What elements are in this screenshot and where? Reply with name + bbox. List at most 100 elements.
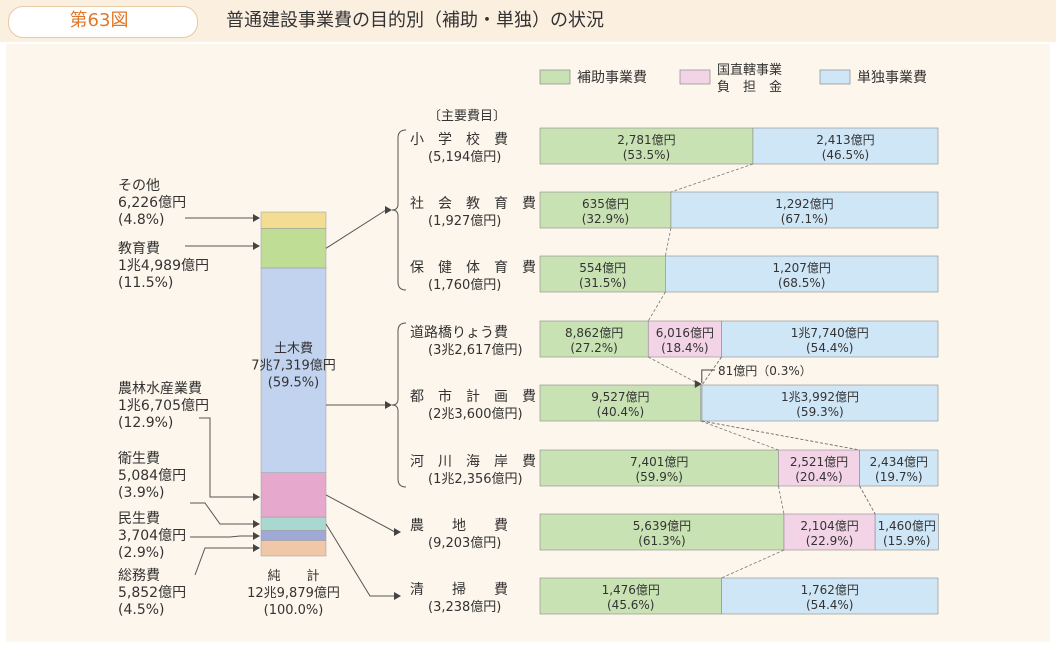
link-cleaning <box>325 523 395 597</box>
left-label-pct-4: (3.9%) <box>118 485 165 501</box>
bar-5-chokkatsu <box>778 449 860 487</box>
bar-label-pct-7-1: (54.4%) <box>806 598 853 612</box>
bar-label-pct-6-0: (61.3%) <box>638 534 685 548</box>
bar-label-amount-6-1: 2,104億円 <box>800 519 858 533</box>
bar-label-pct-5-0: (59.9%) <box>635 470 682 484</box>
figure-title: 普通建設事業費の目的別（補助・単独）の状況 <box>226 10 604 31</box>
total-pct: (100.0%) <box>264 603 324 618</box>
bar-1-hojo <box>539 191 672 229</box>
bar-label-pct-5-1: (20.4%) <box>795 470 842 484</box>
item-name-0: 小 学 校 費 <box>410 131 508 148</box>
bar-label-pct-7-0: (45.6%) <box>607 598 654 612</box>
total-segment-label-pct: (59.5%) <box>268 375 319 390</box>
left-arrow-head-1 <box>253 242 260 250</box>
total-amount: 12兆9,879億円 <box>247 585 340 601</box>
bar-label-amount-3-0: 8,862億円 <box>565 326 623 340</box>
left-label-pct-0: (4.8%) <box>118 212 165 228</box>
item-name-2: 保 健 体 育 費 <box>410 260 536 276</box>
connector-3-0 <box>700 420 779 451</box>
legend-label-hojo: 補助事業費 <box>577 70 647 86</box>
total-segment-0 <box>260 211 327 229</box>
bar-label-amount-2-1: 1,207億円 <box>773 261 831 275</box>
section-label: 〔主要費目〕 <box>428 109 506 124</box>
left-label-amount-1: 1兆4,989億円 <box>118 258 209 274</box>
bar-label-amount-7-1: 1,762億円 <box>801 583 859 597</box>
bar-label-amount-1-1: 1,292億円 <box>775 197 833 211</box>
left-label-name-6: 総務費 <box>118 568 160 584</box>
item-name-4: 都 市 計 画 費 <box>410 388 536 405</box>
link-civil-head <box>385 401 392 409</box>
total-segment-4 <box>260 516 327 531</box>
left-label-pct-5: (2.9%) <box>118 545 165 561</box>
figure-number-tab <box>8 6 198 38</box>
figure-number: 第63図 <box>69 10 129 31</box>
left-label-pct-1: (11.5%) <box>118 275 173 291</box>
link-agriculture <box>325 494 396 533</box>
link-education-head <box>385 206 392 214</box>
total-segment-3 <box>260 472 327 518</box>
bar-label-amount-6-0: 5,639億円 <box>633 519 691 533</box>
bar-label-amount-5-1: 2,521億円 <box>790 455 848 469</box>
item-name-3: 道路橋りょう費 <box>410 325 508 341</box>
bar-label-pct-2-0: (31.5%) <box>579 276 626 290</box>
link-agriculture-head <box>394 528 401 536</box>
left-label-amount-5: 3,704億円 <box>118 528 186 544</box>
annotation-arrow <box>694 380 702 388</box>
bar-label-pct-1-0: (32.9%) <box>582 212 629 226</box>
bar-5-tandoku <box>859 449 939 487</box>
bar-0-tandoku <box>752 127 939 165</box>
bar-label-pct-4-0: (40.4%) <box>597 405 644 419</box>
bar-3-tandoku <box>721 320 939 358</box>
total-segment-2 <box>260 267 327 474</box>
left-label-amount-0: 6,226億円 <box>118 195 186 211</box>
total-label: 純 計 <box>267 568 319 584</box>
item-total-1: (1,927億円) <box>428 213 501 229</box>
legend-swatch-chokkatsu <box>679 69 711 85</box>
left-arrow-line-3 <box>199 417 259 498</box>
item-total-4: (2兆3,600億円) <box>428 406 523 422</box>
link-cleaning-head <box>394 592 401 600</box>
bar-label-amount-7-0: 1,476億円 <box>602 583 660 597</box>
bar-label-pct-3-1: (18.4%) <box>661 341 708 355</box>
bar-label-pct-3-0: (27.2%) <box>570 341 617 355</box>
bar-label-amount-4-0: 9,527億円 <box>591 390 649 404</box>
bar-6-tandoku <box>874 513 939 551</box>
bar-label-amount-0-0: 2,781億円 <box>617 133 675 147</box>
bar-label-pct-4-2: (59.3%) <box>796 405 843 419</box>
item-name-1: 社 会 教 育 費 <box>410 196 536 212</box>
bar-label-amount-3-1: 6,016億円 <box>656 326 714 340</box>
bar-label-amount-4-2: 1兆3,992億円 <box>781 390 859 404</box>
link-education <box>325 209 387 249</box>
bar-label-pct-3-2: (54.4%) <box>806 341 853 355</box>
connector-4-0 <box>778 485 785 515</box>
left-label-pct-6: (4.5%) <box>118 602 165 618</box>
connector-extra-2 <box>701 356 722 386</box>
bar-1-tandoku <box>670 191 939 229</box>
connector-extra-3 <box>701 420 860 451</box>
connector-0-0 <box>670 163 754 193</box>
connector-extra-4 <box>859 485 876 515</box>
bar-4-tandoku <box>701 384 939 422</box>
bar-3-chokkatsu <box>647 320 722 358</box>
total-segment-6 <box>260 540 327 557</box>
item-total-0: (5,194億円) <box>428 149 501 165</box>
left-label-amount-4: 5,084億円 <box>118 468 186 484</box>
left-arrow-line-5 <box>190 535 259 538</box>
connector-2-0 <box>648 356 701 386</box>
bar-label-amount-6-2: 1,460億円 <box>878 519 936 533</box>
connector-5-0 <box>721 549 785 579</box>
item-total-5: (1兆2,356億円) <box>428 471 523 487</box>
left-label-name-1: 教育費 <box>118 241 160 257</box>
left-arrow-head-3 <box>253 493 260 501</box>
legend-swatch-tandoku <box>819 69 851 85</box>
item-total-6: (9,203億円) <box>428 535 501 551</box>
bar-6-chokkatsu <box>783 513 876 551</box>
left-label-name-0: その他 <box>118 178 160 194</box>
left-arrow-head-4 <box>253 520 260 528</box>
bar-label-pct-0-0: (53.5%) <box>623 148 670 162</box>
total-segment-5 <box>260 530 327 541</box>
bar-label-pct-1-1: (67.1%) <box>781 212 828 226</box>
legend-swatch-hojo <box>539 69 571 85</box>
left-label-pct-3: (12.9%) <box>118 415 173 431</box>
